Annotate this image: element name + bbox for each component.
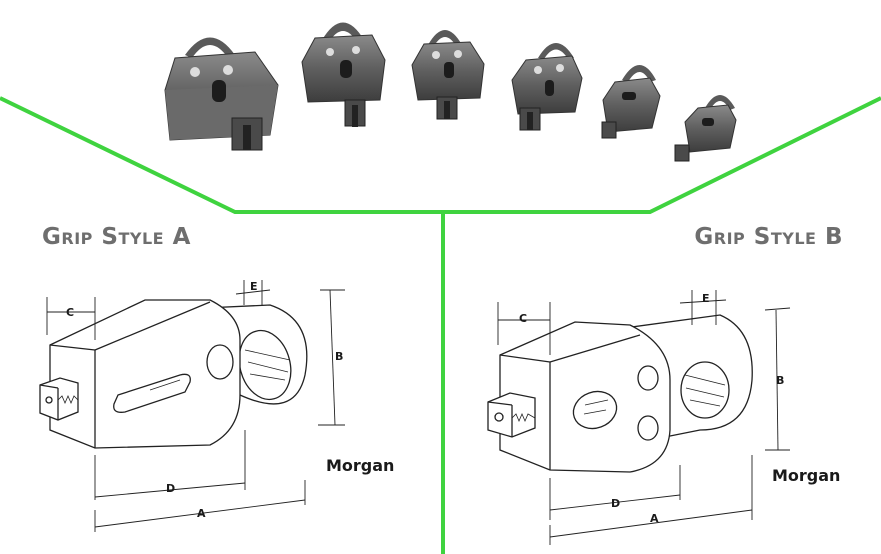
brand-label-b: Morgan <box>772 466 841 485</box>
grip-style-a-dimension-labels: C E B D A <box>66 280 343 520</box>
grip-style-a-drawing <box>39 280 345 532</box>
grip-photo-5 <box>601 65 661 139</box>
dim-label-e-b: E <box>702 292 710 305</box>
green-divider-lines <box>0 96 881 554</box>
grip-style-b-drawing <box>487 290 791 545</box>
grip-photo-6 <box>674 95 737 162</box>
dim-label-c-b: C <box>519 312 527 325</box>
grip-photo-4 <box>511 43 583 131</box>
dim-label-c-a: C <box>66 306 74 319</box>
brand-label-a: Morgan <box>326 456 395 475</box>
grip-photo-1 <box>164 37 279 151</box>
dim-label-d-a: D <box>166 482 175 495</box>
dim-label-a-b: A <box>650 512 659 525</box>
dim-label-d-b: D <box>611 497 620 510</box>
grip-style-b-dimension-labels: C E B D A <box>519 292 784 525</box>
dim-label-a-a: A <box>197 507 206 520</box>
grip-photo-3 <box>411 30 485 120</box>
grip-style-a-title: Grip Style A <box>42 224 191 250</box>
dim-label-e-a: E <box>250 280 258 293</box>
grip-style-b-title: Grip Style B <box>694 224 843 250</box>
grip-photo-2 <box>301 22 386 127</box>
dim-label-b-a: B <box>335 350 343 363</box>
product-photos <box>164 22 737 162</box>
dim-label-b-b: B <box>776 374 784 387</box>
